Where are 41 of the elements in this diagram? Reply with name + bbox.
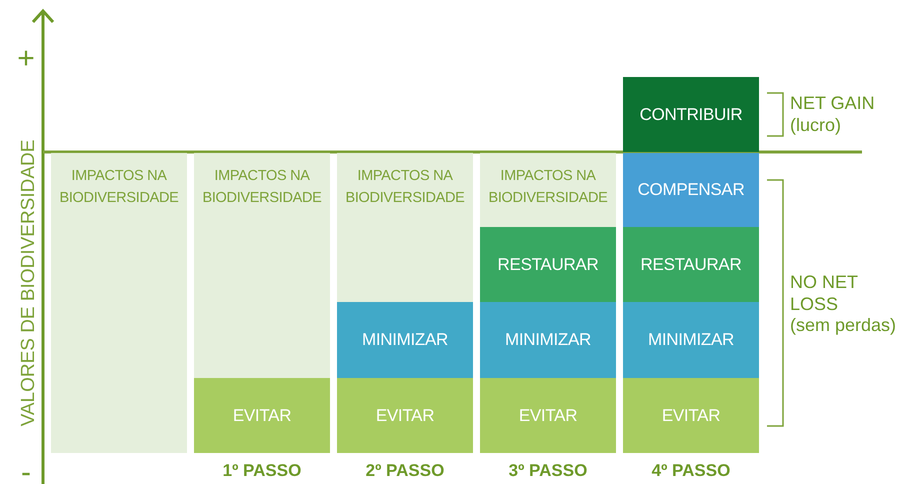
block-label: IMPACTOS NA BIODIVERSIDADE (487, 167, 609, 208)
avoid-block (337, 378, 473, 453)
block-label: COMPENSAR (636, 179, 746, 202)
block-label: EVITAR (232, 404, 292, 426)
minimize-block (623, 302, 759, 378)
impact-column (51, 153, 187, 453)
block-label: RESTAURAR (496, 254, 600, 276)
bracket-label: (sem perdas) (790, 314, 898, 336)
block-label: EVITAR (374, 404, 436, 426)
block-label: IMPACTOS NA BIODIVERSIDADE (58, 167, 180, 208)
axis-title: VALORES DE BIODIVERSIDADE (18, 138, 40, 428)
block-label: EVITAR (660, 404, 722, 427)
avoid-block (194, 378, 330, 453)
step-label: 3º PASSO (508, 460, 588, 482)
block-label: RESTAURAR (640, 254, 742, 276)
restore-block (623, 227, 759, 302)
impact-column (194, 153, 330, 453)
bracket-label: NET GAIN (790, 92, 876, 114)
bracket-label: (lucro) (790, 114, 842, 136)
avoid-block (623, 378, 759, 453)
contribute-block (623, 77, 759, 152)
block-label: IMPACTOS NA BIODIVERSIDADE (344, 167, 466, 208)
block-label: EVITAR (518, 404, 578, 426)
bracket-label: NO NET LOSS (790, 271, 859, 315)
minimize-block (480, 302, 616, 378)
impact-column (337, 153, 473, 453)
block-label: MINIMIZAR (646, 329, 736, 352)
offset-block (623, 153, 759, 227)
plus-sign: + (16, 44, 36, 74)
minimize-block (337, 302, 473, 378)
minus-sign: - (20, 458, 32, 484)
step-label: 4º PASSO (650, 460, 732, 482)
avoid-block (480, 378, 616, 453)
block-label: CONTRIBUIR (638, 104, 744, 126)
block-label: IMPACTOS NA BIODIVERSIDADE (201, 167, 323, 208)
step-label: 1º PASSO (222, 460, 302, 482)
impact-column (480, 153, 616, 453)
block-label: MINIMIZAR (504, 329, 592, 351)
block-label: MINIMIZAR (360, 329, 450, 351)
restore-block (480, 227, 616, 302)
step-label: 2º PASSO (364, 460, 446, 482)
